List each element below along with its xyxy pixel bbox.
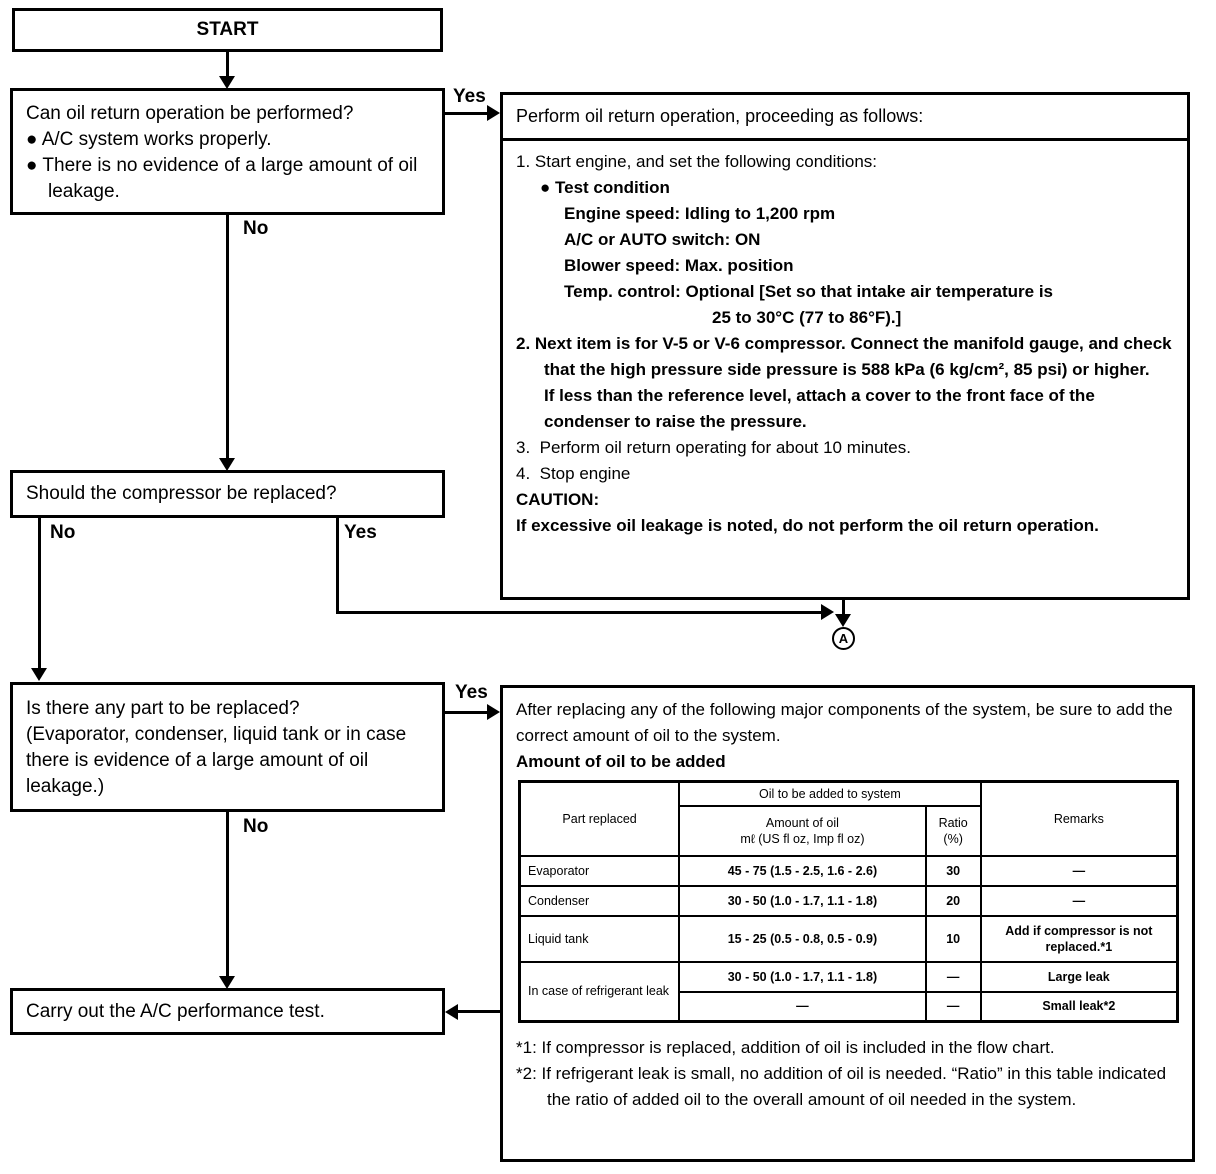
- bullet-icon: ●: [26, 129, 38, 150]
- table-row: Evaporator 45 - 75 (1.5 - 2.5, 1.6 - 2.6…: [518, 854, 1179, 887]
- procedure-steps: 1. Start engine, and set the following c…: [503, 141, 1187, 539]
- procedure-step-2: 2. Next item is for V-5 or V-6 compresso…: [516, 334, 1177, 379]
- arrowhead-d1-no: [219, 458, 235, 471]
- arrowhead-oilbox-to-terminal: [445, 1004, 458, 1020]
- oil-table-title: Amount of oil to be added: [516, 752, 726, 771]
- procedure-title: Perform oil return operation, proceeding…: [503, 95, 1187, 141]
- cell-remarks: Large leak: [979, 960, 1179, 993]
- edge-start-to-d1: [226, 52, 229, 78]
- table-row: Liquid tank 15 - 25 (0.5 - 0.8, 0.5 - 0.…: [518, 914, 1179, 963]
- arrowhead-procedure-to-connector: [835, 614, 851, 627]
- footnote-2: *2: If refrigerant leak is small, no add…: [516, 1064, 1171, 1109]
- table-row: In case of refrigerant leak 30 - 50 (1.0…: [518, 960, 1179, 1023]
- decision3-question: Is there any part to be replaced?: [26, 698, 300, 719]
- cell-part: Condenser: [518, 884, 681, 917]
- cell-remarks: Small leak*2: [979, 990, 1179, 1023]
- label-no-d2: No: [50, 522, 76, 543]
- start-label: START: [196, 19, 259, 40]
- cell-amount: 30 - 50 (1.0 - 1.7, 1.1 - 1.8): [678, 960, 927, 993]
- decision-compressor-replaced: Should the compressor be replaced?: [10, 470, 445, 518]
- decision1-bullet-2: ● There is no evidence of a large amount…: [26, 155, 423, 202]
- decision-part-to-replace: Is there any part to be replaced? (Evapo…: [10, 682, 445, 812]
- start-node: START: [12, 8, 443, 52]
- label-no-d1: No: [243, 218, 269, 239]
- procedure-cond-blower: Blower speed: Max. position: [564, 256, 794, 275]
- edge-d2-yes-horizontal: [336, 611, 822, 614]
- bullet-icon: ●: [26, 155, 38, 176]
- edge-procedure-to-connector: [842, 600, 845, 616]
- procedure-step-2b: If less than the reference level, attach…: [544, 386, 1100, 431]
- procedure-cond-temp-2: 25 to 30°C (77 to 86°F).]: [712, 308, 902, 327]
- procedure-step-4: 4. Stop engine: [516, 464, 631, 483]
- procedure-step-3: 3. Perform oil return operating for abou…: [516, 438, 911, 457]
- arrowhead-d3-yes: [487, 704, 500, 720]
- edge-d1-no: [226, 215, 229, 460]
- cell-ratio: 10: [924, 914, 982, 963]
- process-add-oil-amount: After replacing any of the following maj…: [500, 685, 1195, 1162]
- cell-ratio: 20: [924, 884, 982, 917]
- connector-a-node: A: [832, 627, 855, 650]
- decision1-question: Can oil return operation be performed?: [26, 103, 354, 124]
- arrowhead-start-to-d1: [219, 76, 235, 89]
- cell-ratio: 30: [924, 854, 982, 887]
- decision1-bullet-1: ● A/C system works properly.: [26, 129, 272, 150]
- cell-remarks: —: [979, 884, 1179, 917]
- label-yes-d1: Yes: [453, 86, 486, 107]
- process-oil-return-procedure: Perform oil return operation, proceeding…: [500, 92, 1190, 600]
- col-header-amount: Amount of oil mℓ (US fl oz, Imp fl oz): [678, 804, 927, 857]
- cell-ratio: —: [924, 990, 982, 1023]
- label-no-d3: No: [243, 816, 269, 837]
- cell-amount: 15 - 25 (0.5 - 0.8, 0.5 - 0.9): [678, 914, 927, 963]
- edge-d3-no: [226, 812, 229, 978]
- procedure-cond-switch: A/C or AUTO switch: ON: [564, 230, 761, 249]
- procedure-step-1: 1. Start engine, and set the following c…: [516, 152, 878, 171]
- cell-remarks: Add if compressor is not replaced.*1: [979, 914, 1179, 963]
- cell-amount: —: [678, 990, 927, 1023]
- cell-ratio: —: [924, 960, 982, 993]
- col-header-remarks: Remarks: [979, 780, 1179, 857]
- edge-d2-no: [38, 518, 41, 670]
- procedure-caution-text: If excessive oil leakage is noted, do no…: [516, 516, 1099, 535]
- table-row: — — Small leak*2: [520, 990, 1179, 1023]
- cell-part: In case of refrigerant leak: [518, 960, 681, 1023]
- bullet-icon: ●: [540, 178, 551, 197]
- footnote-1: *1: If compressor is replaced, addition …: [516, 1038, 1055, 1057]
- procedure-caution-label: CAUTION:: [516, 490, 600, 509]
- edge-d1-yes: [445, 112, 489, 115]
- connector-a-label: A: [838, 631, 849, 646]
- edge-d2-yes-vertical: [336, 518, 339, 614]
- cell-amount: 45 - 75 (1.5 - 2.5, 1.6 - 2.6): [678, 854, 927, 887]
- terminal-text: Carry out the A/C performance test.: [26, 1000, 325, 1022]
- arrowhead-d3-no: [219, 976, 235, 989]
- col-header-group: Oil to be added to system: [678, 780, 982, 807]
- edge-d3-yes: [445, 711, 489, 714]
- cell-amount: 30 - 50 (1.0 - 1.7, 1.1 - 1.8): [678, 884, 927, 917]
- label-yes-d3: Yes: [455, 682, 488, 703]
- procedure-test-condition: ● Test condition: [540, 178, 670, 197]
- arrowhead-d1-yes: [487, 105, 500, 121]
- table-footnotes: *1: If compressor is replaced, addition …: [516, 1035, 1179, 1113]
- table-row: Condenser 30 - 50 (1.0 - 1.7, 1.1 - 1.8)…: [518, 884, 1179, 917]
- oil-box-intro: After replacing any of the following maj…: [516, 700, 1173, 745]
- cell-part: Liquid tank: [518, 914, 681, 963]
- decision3-detail: (Evaporator, condenser, liquid tank or i…: [26, 724, 412, 797]
- arrowhead-d2-yes: [821, 604, 834, 620]
- decision-oil-return-possible: Can oil return operation be performed? ●…: [10, 88, 445, 215]
- col-header-part: Part replaced: [518, 780, 681, 857]
- arrowhead-d2-no: [31, 668, 47, 681]
- edge-oilbox-to-terminal: [455, 1010, 500, 1013]
- procedure-cond-engine: Engine speed: Idling to 1,200 rpm: [564, 204, 836, 223]
- decision2-question: Should the compressor be replaced?: [26, 483, 337, 504]
- col-header-ratio: Ratio (%): [924, 804, 982, 857]
- cell-part: Evaporator: [518, 854, 681, 887]
- procedure-cond-temp: Temp. control: Optional [Set so that int…: [564, 282, 1053, 301]
- process-ac-performance-test: Carry out the A/C performance test.: [10, 988, 445, 1035]
- label-yes-d2: Yes: [344, 522, 377, 543]
- oil-amount-table: Part replaced Oil to be added to system …: [518, 780, 1179, 1023]
- cell-remarks: —: [979, 854, 1179, 887]
